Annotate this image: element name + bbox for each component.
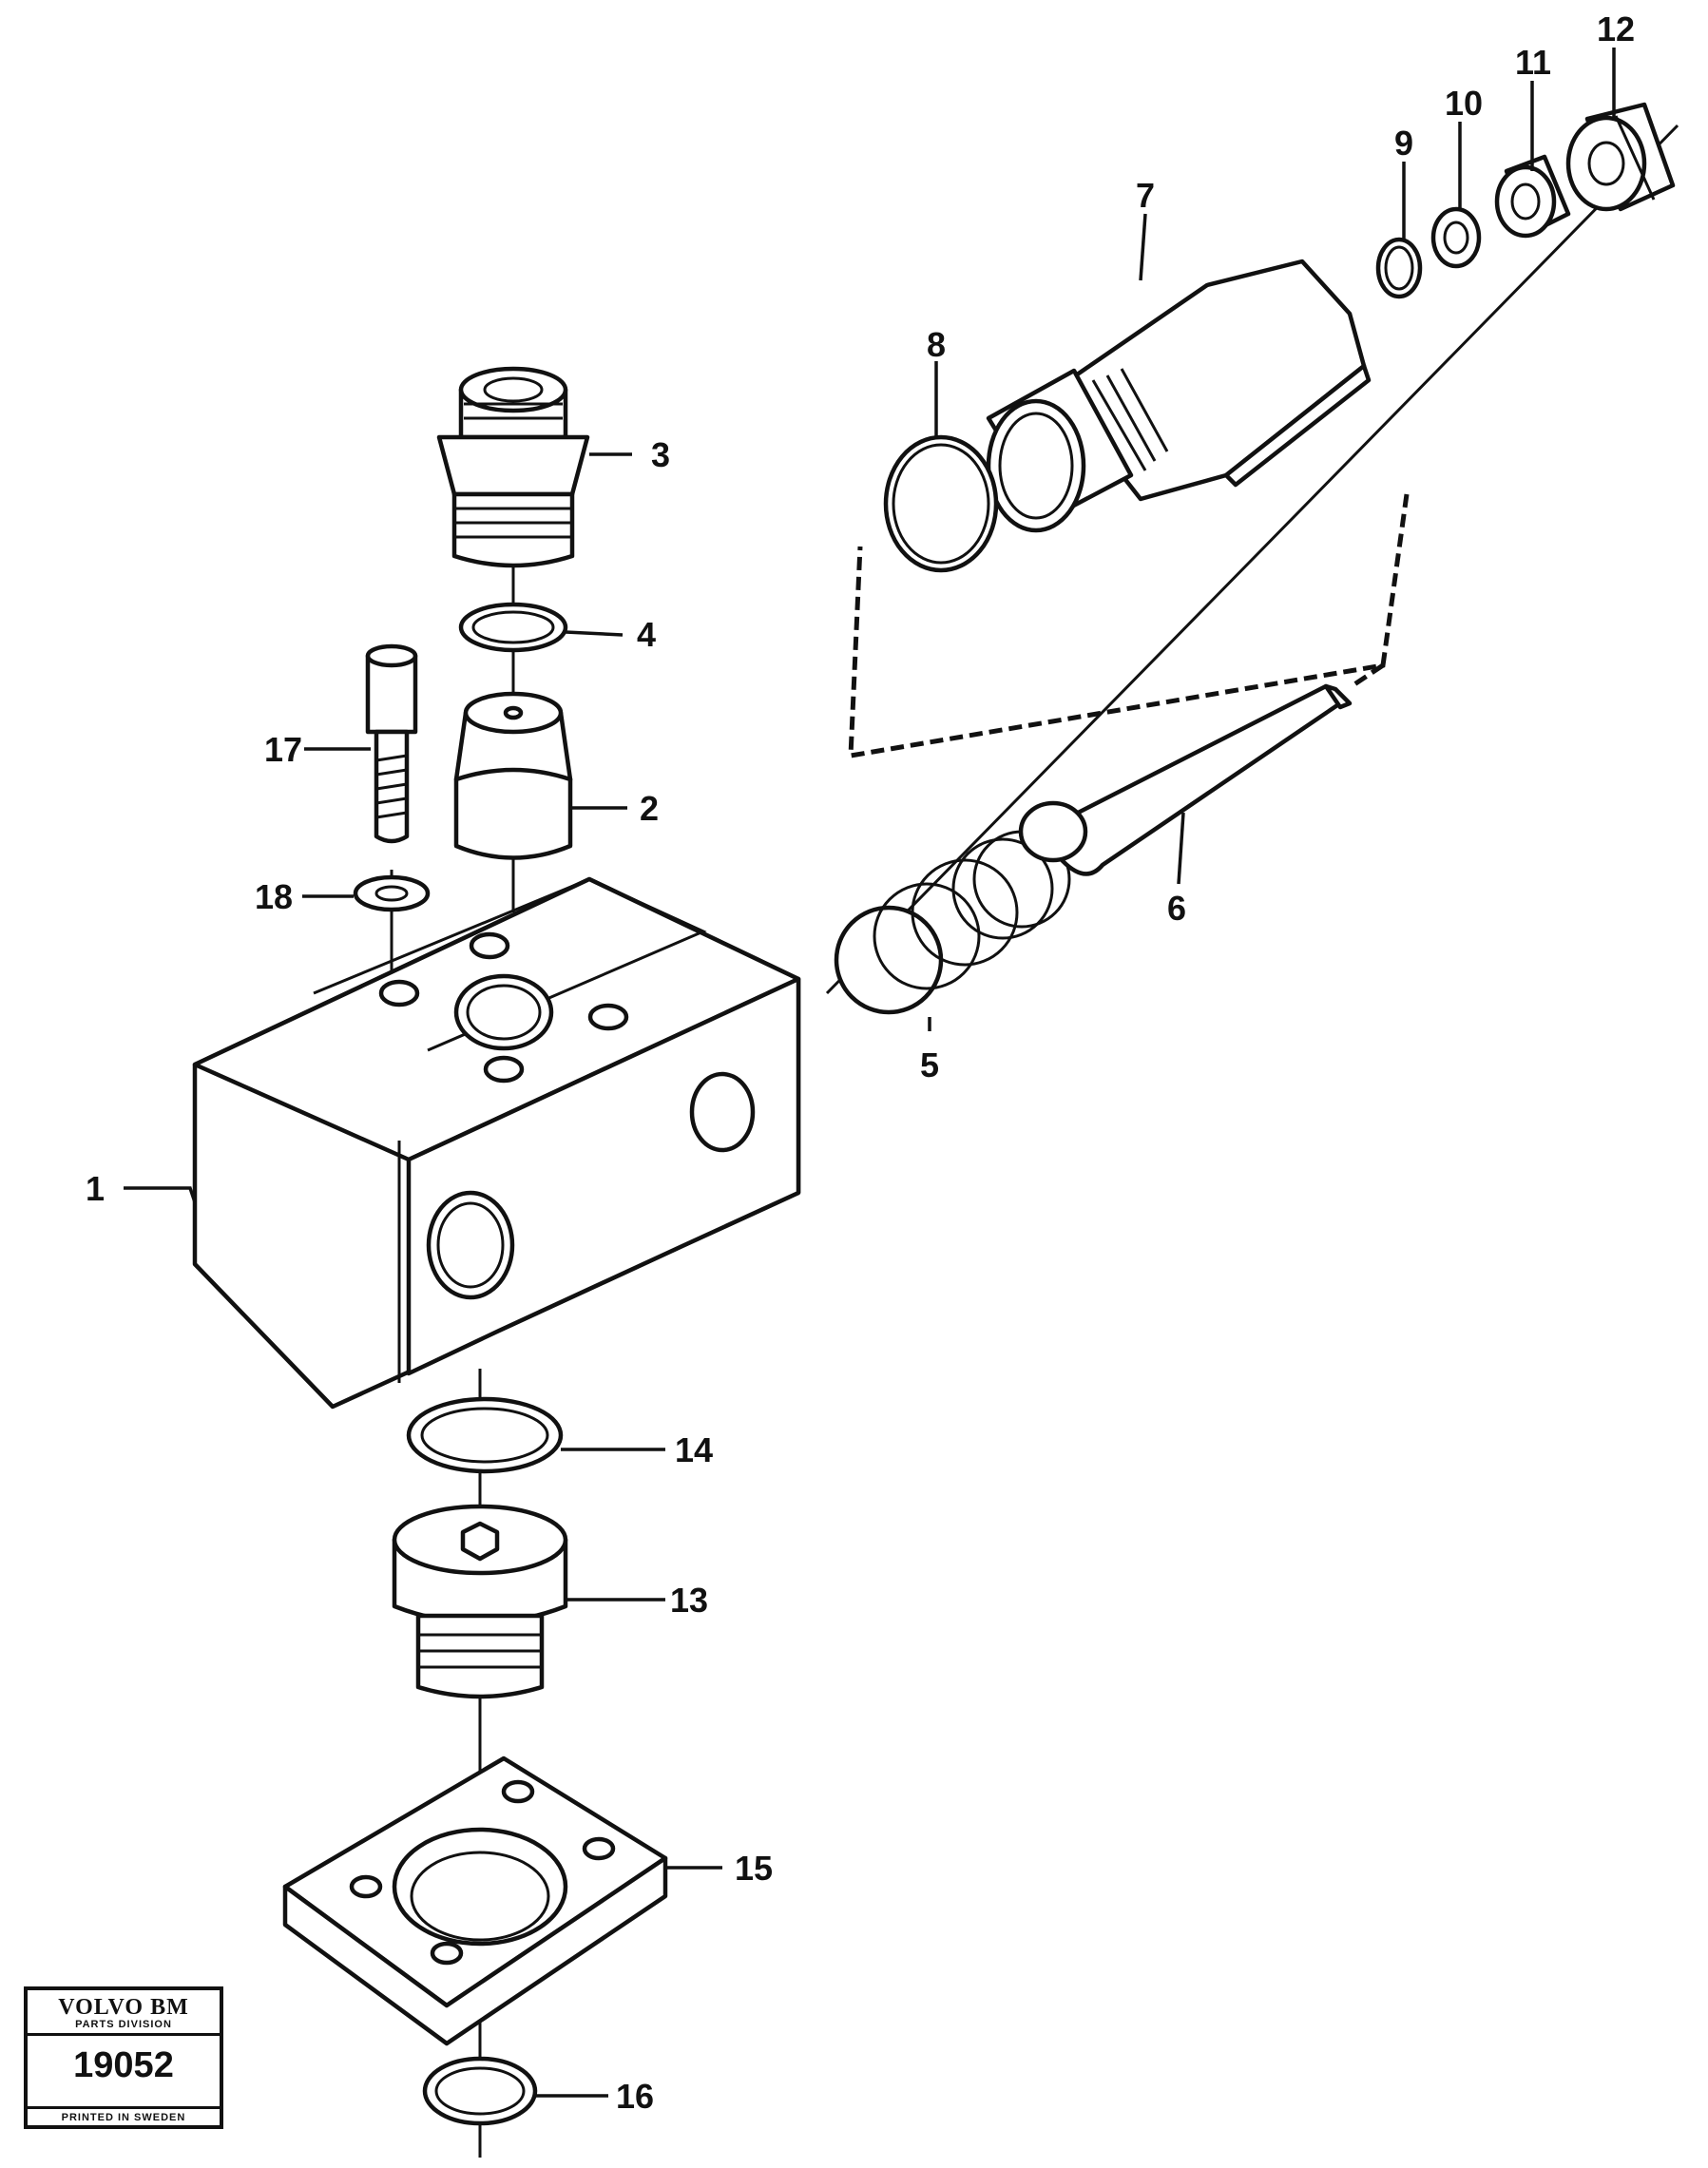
part-18-washer [353, 874, 431, 912]
part-7-valve-housing [986, 259, 1372, 533]
callout-14: 14 [675, 1430, 713, 1469]
part-17-screw [365, 643, 418, 844]
stamp-printed: PRINTED IN SWEDEN [28, 2106, 220, 2125]
part-9-ring [1375, 237, 1423, 299]
part-5-spring [834, 830, 1071, 1015]
callout-7: 7 [1136, 176, 1155, 215]
callout-5: 5 [920, 1046, 939, 1084]
part-2-sleeve [453, 691, 573, 860]
callout-11: 11 [1515, 43, 1551, 82]
callout-1: 1 [86, 1169, 105, 1208]
callout-17: 17 [264, 730, 302, 769]
callout-16: 16 [616, 2077, 654, 2116]
part-16-o-ring [422, 2056, 538, 2126]
leader-lines [124, 48, 1616, 2098]
callout-15: 15 [735, 1849, 773, 1888]
callout-13: 13 [670, 1581, 708, 1620]
callout-18: 18 [255, 877, 293, 916]
part-8-o-ring [883, 434, 999, 573]
axis-diagonal [825, 124, 1679, 995]
part-6-spool [1018, 683, 1353, 876]
parts-division-stamp: VOLVO BM PARTS DIVISION 19052 PRINTED IN… [24, 1986, 223, 2129]
dashed-bracket-tail [1353, 662, 1385, 687]
part-3-union-fitting [436, 366, 590, 568]
callout-12: 12 [1597, 10, 1635, 48]
callout-2: 2 [640, 789, 659, 828]
stamp-brand: VOLVO BM [58, 1995, 189, 2020]
dashed-bracket [848, 493, 1410, 758]
part-10-washer [1430, 206, 1482, 269]
callout-8: 8 [927, 325, 946, 364]
callout-9: 9 [1394, 124, 1413, 163]
part-15-flange [282, 1756, 668, 2046]
callout-3: 3 [651, 435, 670, 474]
part-13-plug [392, 1504, 568, 1699]
callout-6: 6 [1167, 889, 1186, 928]
part-14-o-ring [406, 1396, 564, 1474]
stamp-division: PARTS DIVISION [28, 2019, 220, 2036]
stamp-number: 19052 [73, 2045, 174, 2085]
part-1-valve-body [192, 876, 801, 1410]
callout-4: 4 [637, 615, 656, 654]
callouts: 1 2 3 4 5 6 7 8 9 10 11 12 13 14 15 16 1… [86, 10, 1635, 2116]
callout-10: 10 [1445, 84, 1483, 123]
part-4-o-ring [458, 602, 568, 653]
part-12-plug [1565, 102, 1676, 212]
